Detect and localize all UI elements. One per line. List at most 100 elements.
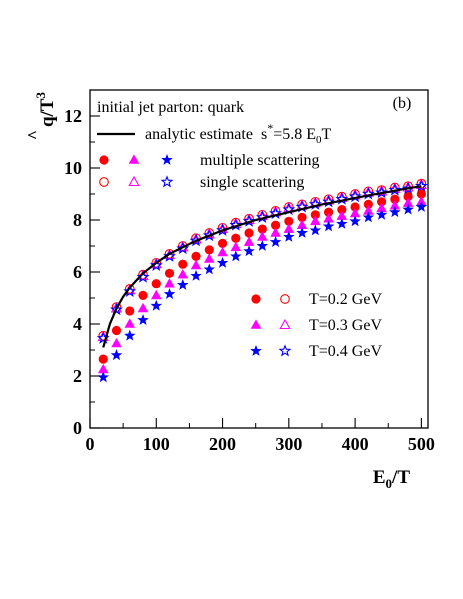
legend-temp-markers bbox=[250, 294, 292, 357]
x-tick-label: 100 bbox=[143, 434, 170, 454]
data-point bbox=[176, 241, 190, 255]
legend-temp-open-circle bbox=[280, 294, 290, 304]
data-point bbox=[216, 256, 229, 268]
y-tick-label: 8 bbox=[73, 210, 82, 230]
data-point bbox=[137, 302, 149, 313]
legend-marker-multiple-circle bbox=[99, 155, 109, 165]
x-tick-label: 300 bbox=[275, 434, 302, 454]
data-point bbox=[137, 314, 149, 326]
data-point bbox=[230, 241, 242, 252]
data-point bbox=[177, 268, 189, 279]
legend-marker-multiple-triangle bbox=[128, 154, 140, 164]
legend-temp-open-star bbox=[278, 344, 292, 357]
data-point bbox=[243, 236, 255, 246]
x-tick-label: 500 bbox=[408, 434, 435, 454]
plot-marks bbox=[96, 178, 428, 383]
y-tick-label: 12 bbox=[64, 106, 82, 126]
data-point bbox=[149, 258, 163, 271]
legend-temp-filled-triangle bbox=[250, 319, 262, 329]
x-axis-label: E0/T bbox=[373, 467, 410, 491]
y-tick-label: 10 bbox=[64, 158, 82, 178]
data-point bbox=[242, 214, 256, 227]
data-point bbox=[191, 251, 201, 261]
legend-multiple-label: multiple scattering bbox=[200, 152, 320, 169]
data-point bbox=[336, 217, 348, 229]
legend-title: initial jet parton: quark bbox=[97, 99, 244, 116]
legend-marker-single-star bbox=[160, 175, 174, 188]
data-point bbox=[203, 263, 216, 275]
data-point bbox=[283, 230, 295, 242]
data-point bbox=[111, 325, 122, 336]
legend-temp-0-label: T=0.2 GeV bbox=[309, 291, 382, 308]
data-point bbox=[151, 289, 162, 300]
data-point bbox=[375, 185, 389, 199]
svg-text:q/T3: q/T3 bbox=[33, 92, 58, 128]
data-point bbox=[163, 288, 176, 300]
data-point bbox=[375, 208, 388, 220]
data-point bbox=[98, 354, 108, 364]
data-point bbox=[138, 290, 148, 301]
data-point bbox=[230, 250, 242, 262]
data-point bbox=[124, 318, 136, 328]
legend-analytic-label: analytic estimate s*=5.8 E0T bbox=[145, 121, 331, 146]
data-point bbox=[322, 220, 335, 232]
data-point bbox=[97, 371, 110, 383]
data-point bbox=[362, 211, 375, 223]
legend-top: initial jet parton: quark analytic estim… bbox=[97, 99, 331, 191]
x-tick-label: 200 bbox=[209, 434, 236, 454]
plot-frame bbox=[89, 89, 429, 429]
legend-marker-single-circle bbox=[99, 177, 109, 187]
y-axis-label: q/T3 ^ bbox=[24, 92, 58, 141]
data-point bbox=[125, 306, 135, 316]
analytic-curve bbox=[102, 185, 422, 348]
legend-temperatures: T=0.2 GeV T=0.3 GeV T=0.4 GeV bbox=[250, 291, 382, 360]
data-point bbox=[163, 249, 176, 262]
data-point bbox=[270, 227, 281, 237]
data-point bbox=[255, 210, 269, 223]
data-point bbox=[388, 183, 402, 196]
series-triangle-filled bbox=[97, 196, 427, 374]
data-point bbox=[204, 253, 215, 263]
legend-top-markers bbox=[99, 153, 174, 188]
legend-temp-filled-circle bbox=[251, 294, 261, 304]
data-point bbox=[257, 231, 268, 241]
data-point bbox=[177, 278, 189, 290]
series-circle-filled bbox=[98, 189, 426, 364]
legend-temp-1-label: T=0.3 GeV bbox=[309, 317, 382, 334]
data-point bbox=[349, 215, 361, 227]
data-point bbox=[111, 337, 122, 348]
legend-marker-multiple-star bbox=[161, 153, 173, 165]
data-point bbox=[244, 228, 254, 238]
legend-temp-filled-star bbox=[250, 344, 262, 356]
data-point bbox=[164, 278, 175, 288]
y-axis-label-hat: ^ bbox=[24, 130, 43, 140]
data-point bbox=[136, 270, 150, 283]
data-point bbox=[164, 268, 175, 278]
data-point bbox=[389, 206, 401, 218]
data-point bbox=[269, 236, 282, 248]
data-point bbox=[217, 246, 228, 257]
data-point bbox=[414, 179, 428, 192]
series-star-filled bbox=[97, 200, 428, 383]
data-point bbox=[243, 245, 255, 257]
data-point bbox=[415, 200, 428, 212]
legend-single-label: single scattering bbox=[200, 174, 304, 191]
data-point bbox=[231, 233, 241, 243]
data-point bbox=[110, 349, 123, 361]
data-point bbox=[150, 299, 163, 311]
y-tick-label: 6 bbox=[73, 262, 82, 282]
legend-marker-single-triangle bbox=[128, 175, 140, 187]
data-point bbox=[402, 203, 414, 215]
data-point bbox=[123, 284, 137, 297]
data-point bbox=[151, 279, 161, 289]
data-point bbox=[204, 245, 214, 255]
data-point bbox=[178, 259, 188, 269]
y-tick-label: 0 bbox=[73, 418, 82, 438]
data-point bbox=[190, 269, 202, 281]
y-tick-label: 4 bbox=[73, 314, 82, 334]
data-point bbox=[217, 238, 228, 248]
data-point bbox=[256, 239, 269, 251]
y-tick-label: 2 bbox=[73, 366, 82, 386]
